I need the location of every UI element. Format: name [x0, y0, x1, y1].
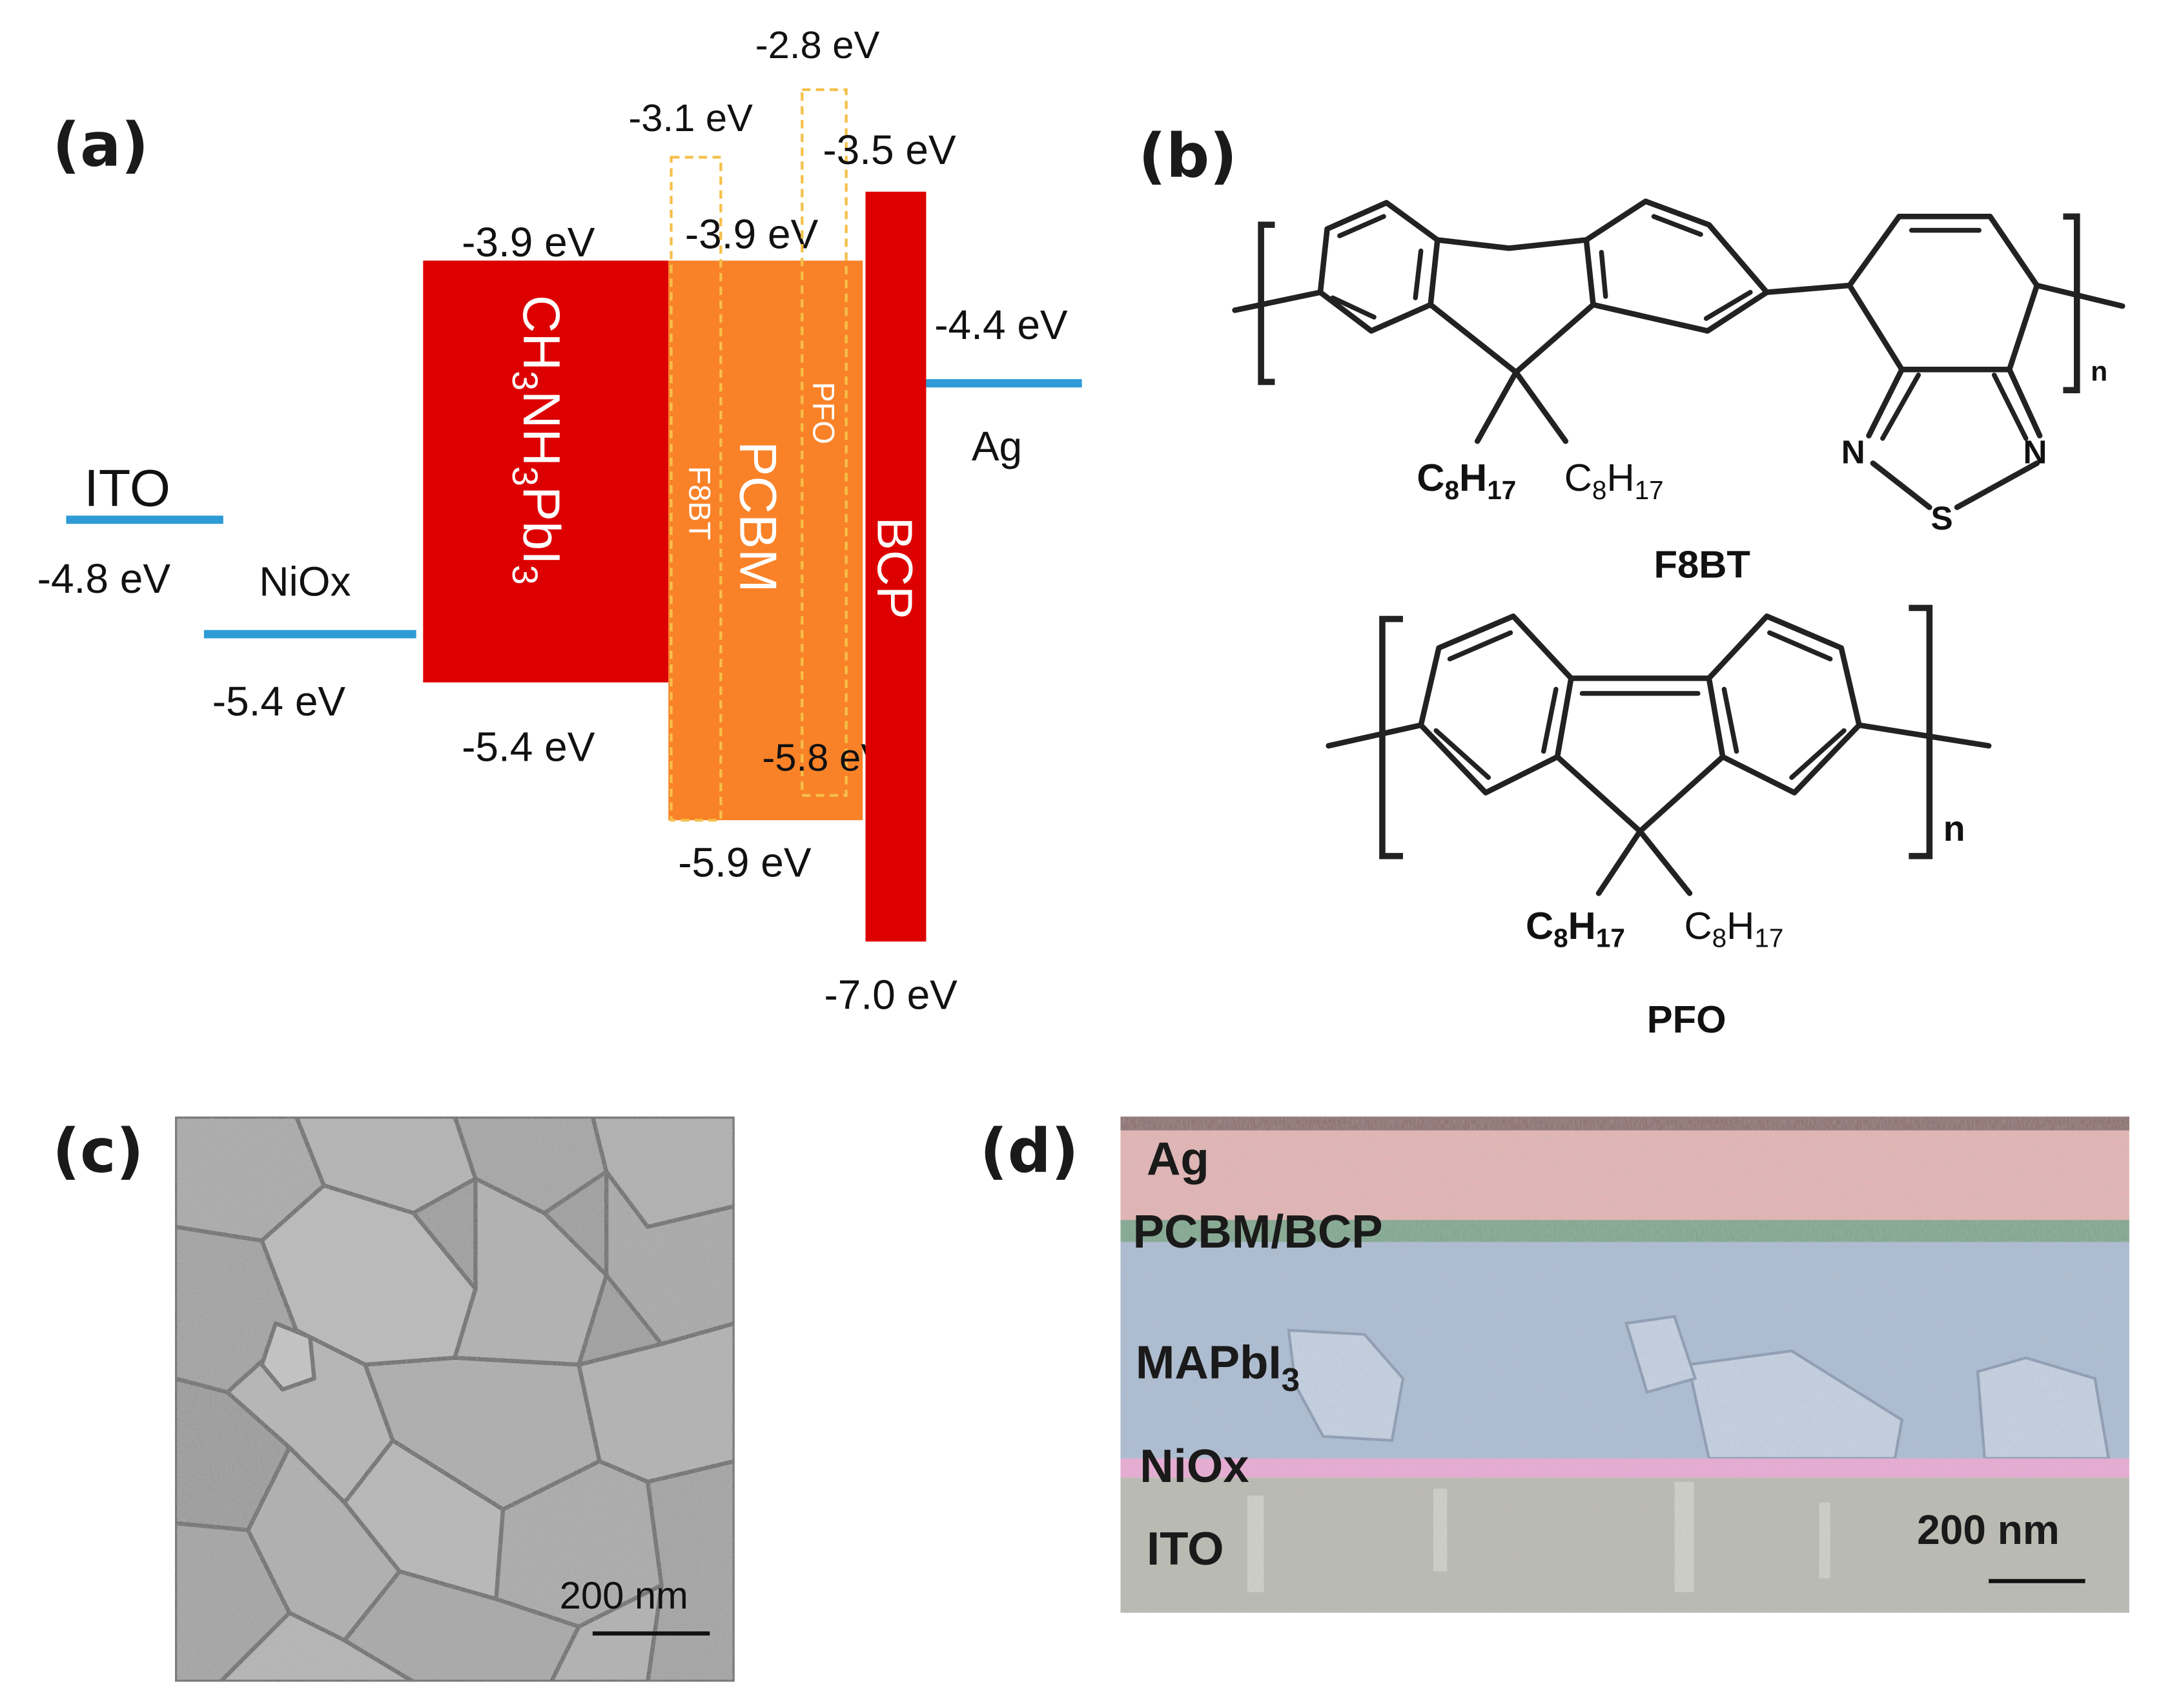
f8bt-sulfur: S: [1931, 500, 1953, 537]
bcp-lumo-label: -3.5 eV: [823, 127, 956, 173]
f8bt-n-left: N: [1841, 433, 1865, 470]
pfo-structure: C8H17 C8H17 n PFO: [1326, 604, 1992, 1041]
pfo-lumo-label: -2.8 eV: [755, 23, 880, 67]
layer-label-niox: NiOx: [1140, 1440, 1249, 1492]
perovskite-lumo-label: -3.9 eV: [462, 219, 595, 265]
ag-label: Ag: [972, 423, 1022, 469]
niox-label: NiOx: [259, 558, 351, 604]
pcbm-band-label: PCBM: [728, 441, 786, 592]
f8bt-n-right: N: [2023, 433, 2047, 470]
f8bt-repeat-n: n: [2091, 356, 2107, 387]
pcbm-lumo-label: -3.9 eV: [685, 211, 819, 257]
sem-surface-scale-label: 200 nm: [560, 1574, 688, 1617]
f8bt-side-chain: C8H17: [1564, 456, 1664, 505]
layer-label-mapbi3: MAPbI3: [1136, 1337, 1300, 1398]
panel-label-c: (c): [52, 1116, 144, 1187]
pfo-right-bracket: [1909, 604, 1933, 859]
pfo-side-chain: C8H17: [1684, 904, 1783, 953]
pfo-side-chain-bold: C8H17: [1526, 904, 1625, 953]
pfo-left-bracket: [1379, 615, 1403, 859]
bcp-band: [865, 191, 927, 942]
chemical-structures: (b): [1138, 121, 2125, 1041]
layer-label-pcbm-bcp: PCBM/BCP: [1133, 1206, 1383, 1258]
ito-level-label: -4.8 eV: [37, 555, 171, 602]
niox-level-label: -5.4 eV: [212, 678, 346, 725]
f8bt-band-label: F8BT: [682, 466, 717, 540]
perovskite-band: [423, 260, 669, 683]
pfo-band-label: PFO: [806, 382, 841, 444]
perovskite-band-label: CH3NH3PbI3: [505, 295, 570, 585]
energy-diagram: (a) ITO -4.8 eV NiOx -5.4 eV -3.9 eV -5.…: [37, 23, 1082, 1018]
pfo-name: PFO: [1647, 998, 1726, 1041]
pcbm-band: [668, 260, 863, 821]
perovskite-homo-label: -5.4 eV: [462, 723, 595, 770]
bcp-band-label: BCP: [867, 517, 923, 619]
panel-label-b: (b): [1138, 121, 1237, 191]
f8bt-lumo-label: -3.1 eV: [628, 96, 753, 139]
panel-label-a: (a): [52, 110, 149, 180]
layer-label-ito: ITO: [1147, 1523, 1224, 1575]
f8bt-right-bracket: [2063, 213, 2080, 394]
pfo-dashed-outline: [801, 88, 848, 797]
f8bt-side-chain-bold: C8H17: [1417, 456, 1516, 505]
pcbm-homo-label: -5.9 eV: [678, 839, 812, 886]
pfo-repeat-n: n: [1943, 808, 1965, 849]
bcp-homo-label: -7.0 eV: [824, 972, 958, 1018]
sem-cross-scale-label: 200 nm: [1917, 1507, 2060, 1553]
sem-cross-section-image: (d) Ag PCBM/BCP MAPbI3 Ni: [980, 1116, 2129, 1613]
f8bt-structure: C8H17 C8H17 N N S n F8BT: [1232, 198, 2125, 586]
f8bt-dashed-outline: [670, 156, 722, 822]
sem-surface-image: (c): [52, 1116, 735, 1682]
f8bt-name: F8BT: [1654, 543, 1750, 586]
ag-level-label: -4.4 eV: [934, 302, 1068, 348]
layer-label-ag: Ag: [1147, 1133, 1209, 1185]
panel-label-d: (d): [980, 1116, 1079, 1187]
ito-label: ITO: [84, 460, 170, 518]
